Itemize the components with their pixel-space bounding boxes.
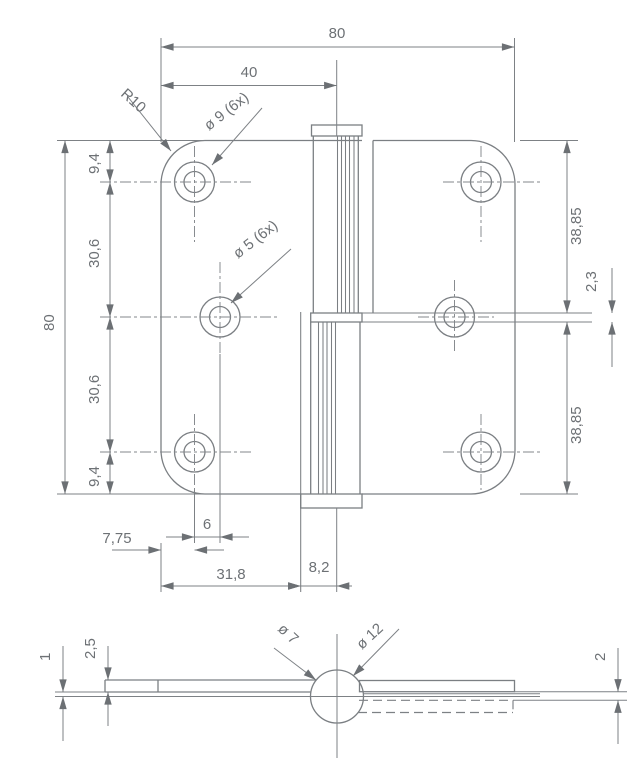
through-hole-label: ø 5 (6x) [230,217,281,262]
dim-leaf-to-cutout-label: 31,8 [216,566,245,583]
left-leaf-profile [104,679,316,693]
dim-edge-to-hole-bottom-label: 9,4 [86,466,103,487]
dim-hole-column-offset-label: 6 [203,516,211,533]
pin-diameter-label: ø 7 [274,620,301,647]
hole-top-left [100,146,254,242]
hole-middle-right [418,280,494,354]
dim-overall-height-label: 80 [41,314,58,331]
hole-bottom-right [443,414,541,490]
knuckle-circle [55,634,540,758]
dim-overall-width-label: 80 [329,25,346,42]
dim-half-height-lower-label: 38,85 [568,406,585,444]
leader-lines [127,96,292,304]
hole-bottom-left [100,414,254,490]
dim-knuckle-gap-label: 2,3 [583,271,600,292]
leader-through-hole [230,248,292,304]
dim-edge-to-hole-top-label: 9,4 [86,153,103,174]
plan-view-labels: 80 40 9,4 30,6 30,6 9,4 80 38,85 38,85 2… [41,25,600,583]
extension-lines [57,38,592,592]
leader-knuckle-diameter [352,628,400,677]
dim-half-height-upper-label: 38,85 [568,207,585,245]
dim-cutout-to-center-label: 8,2 [309,559,330,576]
leader-pin-diameter [273,647,317,681]
side-view: 1 2,5 2 ø 7 ø 12 [37,620,627,758]
dim-hole-pitch-lower-label: 30,6 [86,375,103,404]
knuckle-diameter-label: ø 12 [353,620,387,653]
dim-edge-to-hole-column-label: 7,75 [102,530,131,547]
hinge-plate-outline [160,139,516,495]
leader-countersink-hole [211,107,263,166]
dim-leaf-step-label: 1 [37,653,54,661]
right-leaf-profile [358,679,627,714]
leader-corner-radius [127,96,172,152]
dim-width-to-center-label: 40 [241,64,258,81]
dim-hole-pitch-upper-label: 30,6 [86,239,103,268]
side-view-dimensions [55,628,622,744]
plan-view: 80 40 9,4 30,6 30,6 9,4 80 38,85 38,85 2… [41,25,616,592]
right-leaf-hidden-position [358,699,514,714]
corner-radius-label: R10 [117,85,149,116]
dim-leaf-thickness-left-label: 2,5 [82,638,99,659]
dim-leaf-thickness-right-label: 2 [592,653,609,661]
screw-holes [100,146,541,490]
hole-middle-left [100,262,280,354]
side-view-labels: 1 2,5 2 ø 7 ø 12 [37,620,609,661]
dimension-lines [61,43,616,590]
hole-top-right [443,146,541,242]
